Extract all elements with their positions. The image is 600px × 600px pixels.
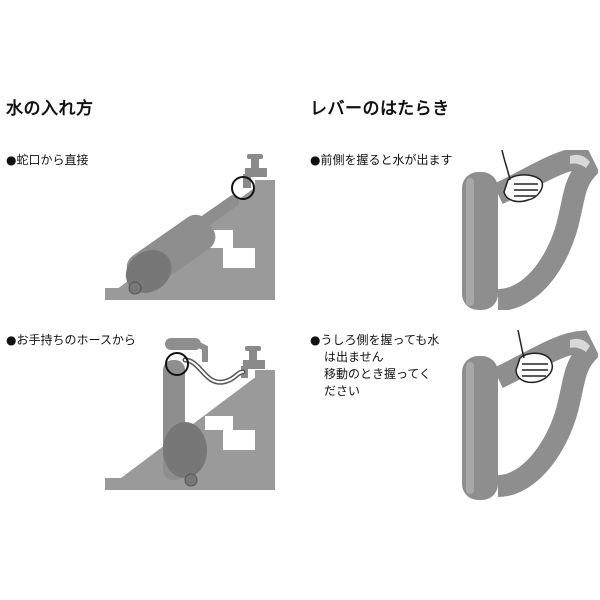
left-item-faucet: ●蛇口から直接 (6, 153, 89, 167)
right-item-back-grip-line3: 移動のとき握ってく (324, 367, 432, 381)
hose-fill-illustration (105, 338, 275, 490)
right-item-back-grip-line2: は出ません (324, 350, 384, 364)
connection-highlight (231, 176, 255, 200)
right-item-back-grip-line1: ●うしろ側を握っても水 (310, 333, 440, 347)
left-heading: 水の入れ方 (6, 99, 94, 119)
connection-highlight (165, 352, 189, 376)
wheel (184, 473, 198, 487)
right-item-front-grip: ●前側を握ると水が出ます (310, 153, 453, 167)
device-body (163, 338, 208, 480)
wheel (128, 281, 142, 295)
faucet-fill-illustration (105, 154, 275, 300)
back-grip-illustration (462, 330, 598, 500)
left-item-hose: ●お手持ちのホースから (6, 333, 136, 347)
right-item-back-grip-line4: ださい (324, 384, 361, 398)
hand-icon (501, 150, 544, 203)
right-heading: レバーのはたらき (310, 99, 450, 119)
hand-icon (515, 330, 554, 384)
handle-icon (493, 150, 598, 310)
faucet-icon (243, 154, 267, 188)
front-grip-illustration (462, 150, 598, 310)
